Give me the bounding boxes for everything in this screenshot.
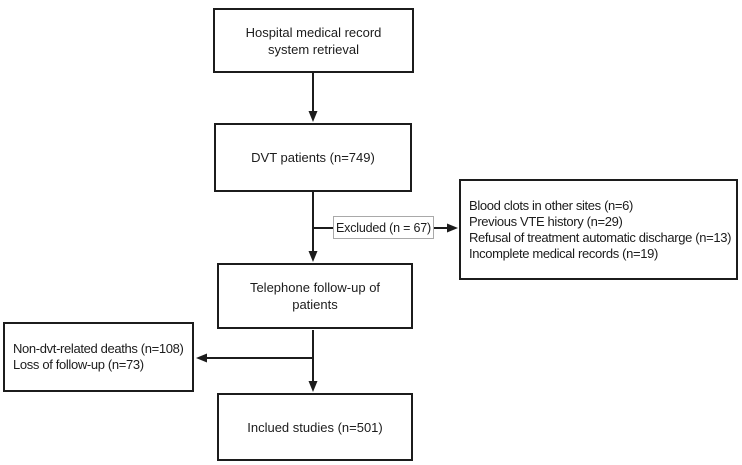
arrow-dvt-to-telephone xyxy=(308,192,318,262)
followup-loss-line: Loss of follow-up (n=73) xyxy=(13,357,144,372)
label-excluded: Excluded (n = 67) xyxy=(333,216,434,239)
box-dvt-patients: DVT patients (n=749) xyxy=(214,123,412,192)
arrow-telephone-to-included xyxy=(308,330,318,392)
exclusion-reason-line: Incomplete medical records (n=19) xyxy=(469,245,658,261)
box-followup-losses: Non-dvt-related deaths (n=108) Loss of f… xyxy=(3,322,194,392)
box-telephone-followup-label: Telephone follow-up of patients xyxy=(249,280,381,312)
arrow-losses-branch xyxy=(196,353,313,363)
exclusion-reason-line: Previous VTE history (n=29) xyxy=(469,213,623,229)
arrow-retrieval-to-dvt xyxy=(308,73,318,122)
exclusion-reason-line: Blood clots in other sites (n=6) xyxy=(469,197,634,213)
box-telephone-followup: Telephone follow-up of patients xyxy=(217,263,413,329)
box-record-retrieval: Hospital medical record system retrieval xyxy=(213,8,414,73)
followup-loss-line: Non-dvt-related deaths (n=108) xyxy=(13,341,184,356)
box-included-studies: Inclued studies (n=501) xyxy=(217,393,413,461)
box-exclusion-reasons: Blood clots in other sites (n=6) Previou… xyxy=(459,179,738,280)
box-dvt-patients-label: DVT patients (n=749) xyxy=(251,150,375,165)
label-excluded-text: Excluded (n = 67) xyxy=(336,220,431,235)
box-record-retrieval-label: Hospital medical record system retrieval xyxy=(245,24,382,57)
exclusion-reason-line: Refusal of treatment automatic discharge… xyxy=(469,229,732,245)
box-included-studies-label: Inclued studies (n=501) xyxy=(247,419,383,435)
